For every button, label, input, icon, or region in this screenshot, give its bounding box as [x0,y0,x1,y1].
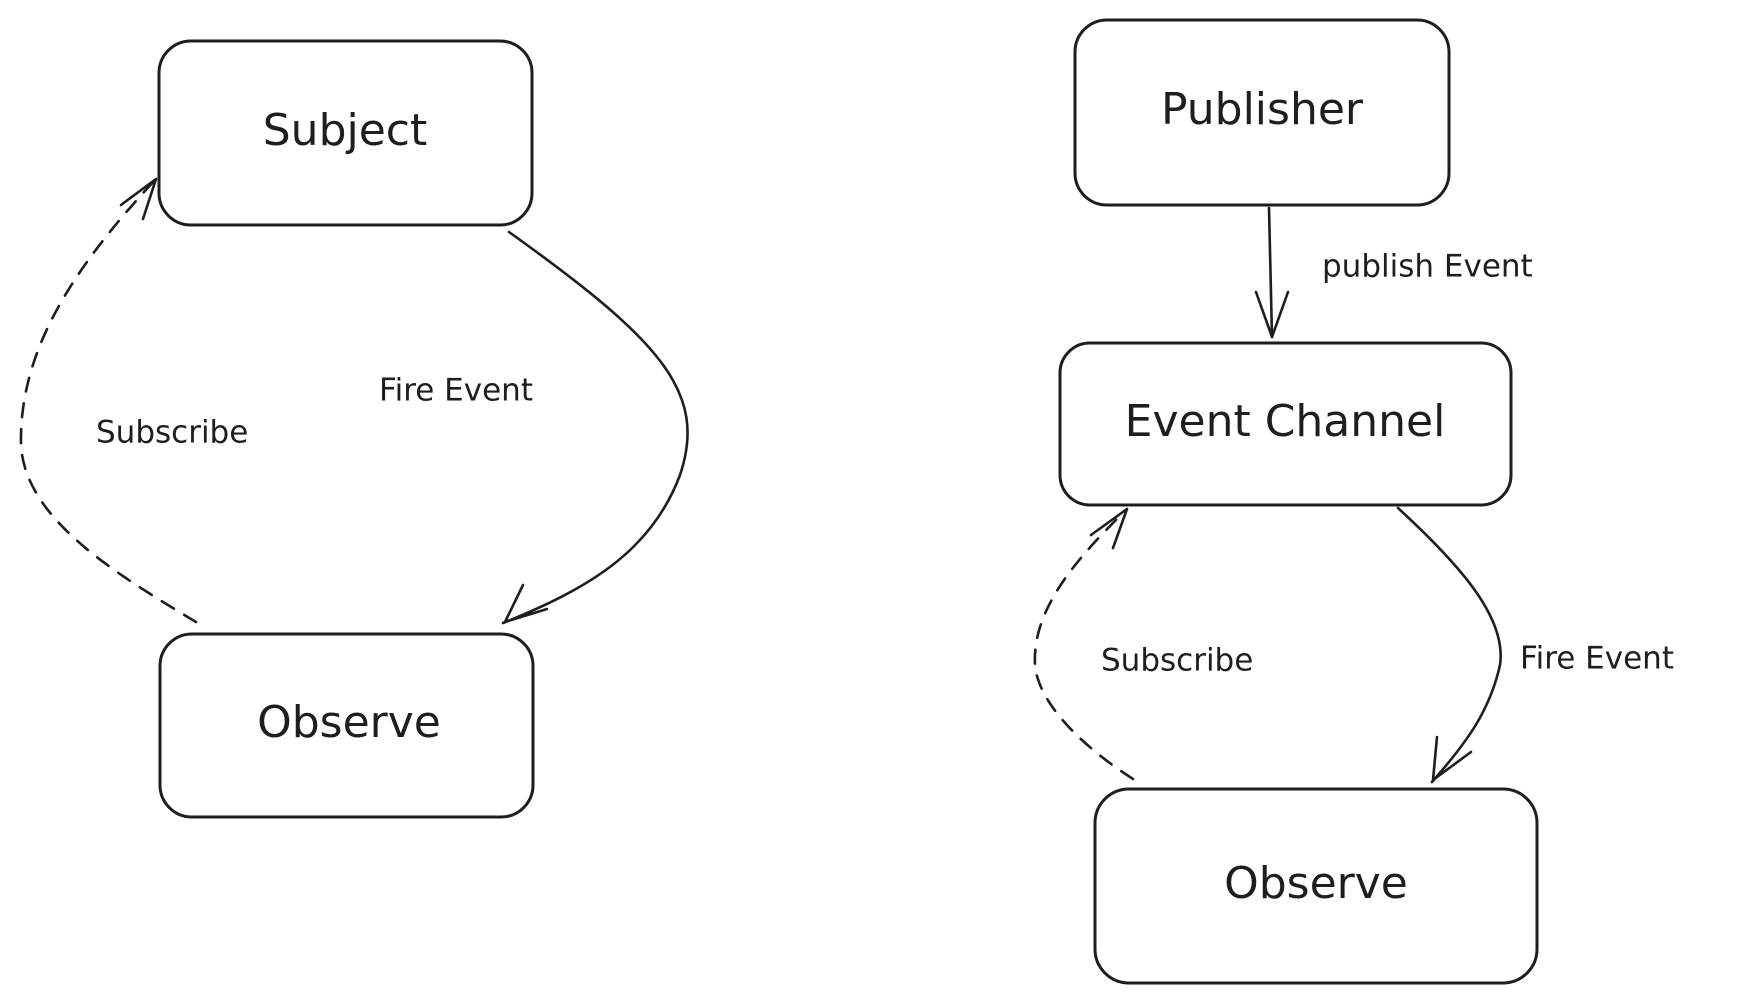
observe-box-right [1093,787,1539,985]
observe-label-left: Observe [257,697,441,748]
publish-event-label: publish Event [1322,249,1533,285]
subscribe-edge-right [1033,507,1135,781]
fire-event-arrow-right-line [1396,506,1502,784]
fire-event-arrow-left-line [501,230,689,625]
subject-label: Subject [263,105,427,156]
fire-event-label-right: Fire Event [1520,641,1674,677]
event-channel-node[interactable]: Event Channel [1058,341,1513,507]
publish-event-arrow-line [1267,206,1274,339]
left-diagram: Subject Observe Subscribe Fire Event [19,39,689,819]
subscribe-arrow-right-line [1033,508,1135,781]
subject-node[interactable]: Subject [157,39,534,227]
subscribe-arrow-left-line [19,178,198,624]
subject-box [157,39,534,227]
fire-event-arrow-left-head [503,583,549,624]
publish-event-arrow-head [1254,290,1290,339]
publish-event-edge [1254,206,1290,339]
fire-event-edge-left [501,230,689,625]
fire-event-edge-right [1396,506,1502,784]
observe-box-left [158,632,535,819]
publisher-box [1073,18,1451,207]
subscribe-arrow-left-head [119,177,158,221]
event-channel-box [1058,341,1513,507]
publisher-label: Publisher [1161,84,1364,135]
fire-event-arrow-right-head [1431,735,1473,782]
event-channel-label: Event Channel [1125,396,1446,447]
observe-node-left[interactable]: Observe [158,632,535,819]
subscribe-label-right: Subscribe [1101,643,1253,679]
publisher-node[interactable]: Publisher [1073,18,1451,207]
observe-node-right[interactable]: Observe [1093,787,1539,985]
fire-event-label-left: Fire Event [379,373,533,409]
subscribe-label-left: Subscribe [96,415,248,451]
right-diagram: Publisher Event Channel Observe publish … [1033,18,1674,985]
subscribe-arrow-right-head [1089,507,1129,550]
subscribe-edge-left [19,177,198,624]
observe-label-right: Observe [1224,858,1408,909]
